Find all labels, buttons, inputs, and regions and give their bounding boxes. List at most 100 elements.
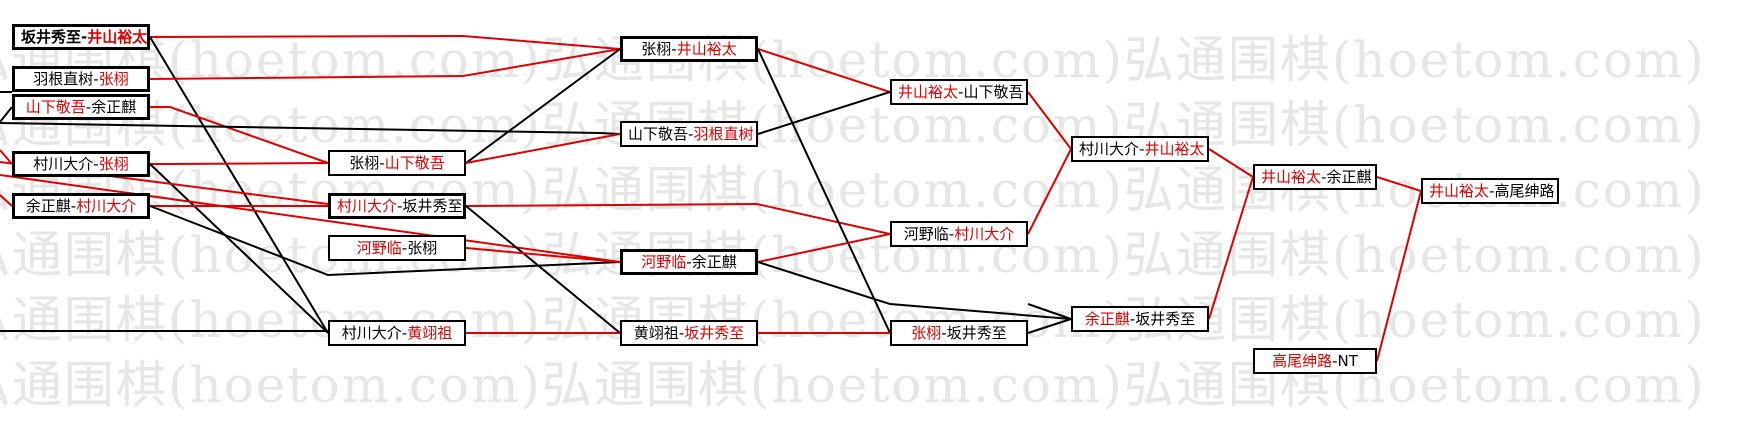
bracket-connector	[150, 162, 329, 165]
separator: -	[1332, 352, 1338, 370]
match-box-m17: 村川大介-井山裕太	[1071, 136, 1209, 162]
player-name: 山下敬吾	[963, 83, 1024, 101]
match-box-m19: 井山裕太-余正麒	[1253, 164, 1377, 190]
bracket-connector	[1027, 91, 1072, 150]
match-box-m8: 河野临-张栩	[328, 235, 466, 261]
player-name: 余正麒	[691, 253, 737, 271]
match-box-m4: 村川大介-张栩	[12, 151, 150, 177]
bracket-connector	[757, 261, 1072, 320]
bracket-connector	[465, 133, 621, 164]
match-box-m18: 余正麒-坂井秀至	[1071, 306, 1209, 332]
match-box-m5: 余正麒-村川大介	[12, 193, 150, 219]
bracket-connector	[149, 34, 621, 50]
player-name: 井山裕太	[87, 28, 148, 46]
bracket-connector	[0, 149, 13, 165]
bracket-connector	[149, 205, 621, 277]
separator: -	[958, 83, 964, 101]
player-name: 河野临	[356, 239, 402, 257]
match-box-m13: 黄翊祖-坂井秀至	[620, 320, 758, 346]
player-name: 村川大介	[33, 155, 94, 173]
player-name: 黄翊祖	[633, 324, 679, 342]
player-name: 村川大介	[76, 197, 137, 215]
separator: -	[70, 197, 77, 215]
bracket-connector	[1027, 148, 1072, 235]
player-name: 高尾绅路	[1494, 182, 1555, 200]
match-box-m20: 高尾绅路-NT	[1253, 348, 1377, 374]
separator: -	[401, 324, 408, 342]
bracket-connector	[149, 36, 329, 334]
player-name: 张栩	[349, 154, 380, 172]
bracket-connector	[757, 233, 891, 263]
separator: -	[678, 324, 685, 342]
match-box-m12: 河野临-余正麒	[620, 249, 758, 275]
bracket-connector	[149, 163, 329, 334]
match-box-m15: 河野临-村川大介	[890, 221, 1028, 247]
bracket-connector	[1376, 176, 1422, 192]
player-name: 张栩	[98, 70, 129, 88]
player-name: 村川大介	[341, 324, 402, 342]
player-name: 山下敬吾	[25, 98, 86, 116]
player-name: 余正麒	[1326, 168, 1372, 186]
player-name: 河野临	[641, 253, 687, 271]
bracket-connector	[0, 106, 13, 123]
match-box-m1: 坂井秀至-井山裕太	[12, 24, 150, 50]
bracket-connector	[1376, 190, 1422, 362]
player-name: 羽根直树	[33, 70, 94, 88]
bracket-connector	[1208, 148, 1254, 178]
match-box-m10: 张栩-井山裕太	[620, 36, 758, 62]
match-box-m11: 山下敬吾-羽根直树	[620, 121, 758, 147]
bracket-connector	[465, 205, 621, 334]
bracket-connector	[0, 194, 13, 207]
player-name: 余正麒	[25, 197, 71, 215]
bracket-connector	[1208, 176, 1254, 320]
bracket-connector	[757, 48, 891, 93]
bracket-connector	[1027, 318, 1072, 334]
player-name: 井山裕太	[898, 83, 959, 101]
bracket-connector	[757, 91, 891, 135]
player-name: 村川大介	[954, 225, 1015, 243]
match-box-m7: 村川大介-坂井秀至	[328, 193, 466, 219]
separator: -	[93, 70, 99, 88]
bracket-connector	[150, 106, 329, 164]
match-box-m14: 井山裕太-山下敬吾	[890, 79, 1028, 105]
match-box-m2: 羽根直树-张栩	[12, 66, 150, 92]
separator: -	[1129, 310, 1136, 328]
separator: -	[941, 324, 947, 342]
player-name: 黄翊祖	[407, 324, 453, 342]
player-name: 河野临	[903, 225, 949, 243]
player-name: 张栩	[98, 155, 129, 173]
player-name: 山下敬吾	[384, 154, 445, 172]
separator: -	[379, 154, 385, 172]
player-name: 张栩	[641, 40, 672, 58]
player-name: 坂井秀至	[1135, 310, 1196, 328]
player-name: 坂井秀至	[402, 197, 463, 215]
separator: -	[948, 225, 955, 243]
bracket-connector	[465, 202, 891, 235]
match-box-m9: 村川大介-黄翊祖	[328, 320, 466, 346]
separator: -	[1321, 168, 1327, 186]
match-box-m6: 张栩-山下敬吾	[328, 150, 466, 176]
player-name: 坂井秀至	[684, 324, 745, 342]
player-name: 村川大介	[1079, 140, 1140, 158]
separator: -	[401, 239, 408, 257]
player-name: 井山裕太	[1144, 140, 1205, 158]
bracket-connector	[465, 247, 621, 263]
separator: -	[81, 28, 88, 46]
bracket-connector	[0, 122, 621, 135]
player-name: 余正麒	[91, 98, 137, 116]
player-name: 坂井秀至	[21, 28, 82, 46]
player-name: 井山裕太	[676, 40, 737, 58]
match-box-m21: 井山裕太-高尾绅路	[1421, 178, 1559, 204]
bracket-connector	[465, 48, 621, 164]
bracket-connector	[149, 48, 621, 80]
separator: -	[1489, 182, 1495, 200]
player-name: 山下敬吾	[628, 125, 689, 143]
separator: -	[1139, 140, 1145, 158]
player-name: 坂井秀至	[946, 324, 1007, 342]
player-name: 村川大介	[337, 197, 398, 215]
bracket-connector	[757, 48, 891, 334]
player-name: 张栩	[911, 324, 942, 342]
match-box-m3: 山下敬吾-余正麒	[12, 94, 150, 120]
player-name: NT	[1337, 352, 1358, 370]
